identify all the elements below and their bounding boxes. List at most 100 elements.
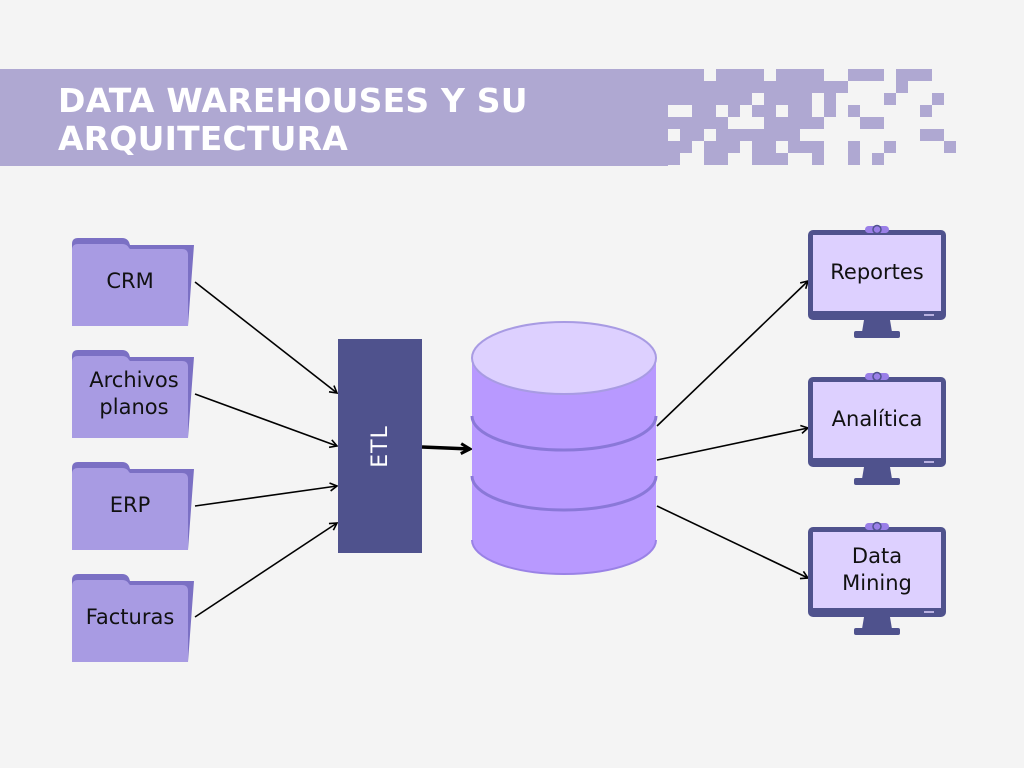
- pixel-block: [668, 141, 680, 153]
- pixel-block: [704, 153, 716, 165]
- pixel-block: [800, 141, 812, 153]
- pixel-block: [692, 93, 704, 105]
- pixel-block: [788, 117, 800, 129]
- pixel-block: [728, 93, 740, 105]
- pixel-block: [764, 129, 776, 141]
- pixel-block: [716, 93, 728, 105]
- pixel-block: [704, 105, 716, 117]
- pixel-block: [776, 129, 788, 141]
- title-banner: [0, 69, 668, 166]
- pixel-block: [764, 117, 776, 129]
- pixel-block: [788, 93, 800, 105]
- folder-icon: [72, 574, 194, 662]
- source-label-facturas: Facturas: [85, 605, 175, 630]
- pixel-block: [716, 69, 728, 81]
- pixel-block: [752, 129, 764, 141]
- pixel-block: [848, 153, 860, 165]
- pixel-block: [788, 69, 800, 81]
- arrow-crm-to-etl: [194, 281, 339, 394]
- pixel-block: [656, 81, 668, 93]
- arrow-archivos-to-etl: [194, 393, 339, 449]
- pixel-block: [824, 93, 836, 105]
- output-label-reportes: Reportes: [830, 260, 924, 285]
- pixel-block: [704, 117, 716, 129]
- pixel-block: [848, 69, 860, 81]
- pixel-block: [668, 81, 680, 93]
- pixel-block: [920, 105, 932, 117]
- pixel-block: [932, 129, 944, 141]
- pixel-block: [728, 141, 740, 153]
- monitor-icon: [808, 371, 946, 485]
- arrow-facturas-to-etl: [194, 522, 339, 618]
- page-title: DATA WAREHOUSES Y SU ARQUITECTURA: [58, 82, 528, 158]
- pixel-block: [836, 81, 848, 93]
- pixel-block: [788, 141, 800, 153]
- source-label-crm: CRM: [106, 269, 154, 294]
- pixel-block: [716, 81, 728, 93]
- pixel-block: [920, 69, 932, 81]
- pixel-block: [668, 69, 680, 81]
- pixel-block: [692, 81, 704, 93]
- pixel-block: [656, 93, 668, 105]
- pixel-block: [728, 129, 740, 141]
- arrow-database-to-analitica: [656, 424, 810, 461]
- pixel-block: [800, 69, 812, 81]
- pixel-block: [896, 81, 908, 93]
- pixel-block: [800, 117, 812, 129]
- pixel-block: [740, 129, 752, 141]
- arrow-erp-to-etl: [194, 482, 339, 507]
- pixel-block: [656, 117, 668, 129]
- arrow-database-to-reportes: [656, 279, 810, 427]
- pixel-block: [764, 141, 776, 153]
- pixel-block: [704, 141, 716, 153]
- pixel-block: [668, 117, 680, 129]
- monitor-icon: [808, 224, 946, 338]
- pixel-block: [812, 117, 824, 129]
- etl-label-wrap: ETL: [338, 340, 422, 553]
- pixel-block: [656, 69, 668, 81]
- pixel-block: [932, 93, 944, 105]
- arrow-database-to-datamining: [656, 505, 810, 580]
- pixel-block: [692, 129, 704, 141]
- pixel-block: [908, 69, 920, 81]
- pixel-block: [716, 153, 728, 165]
- pixel-block: [920, 129, 932, 141]
- pixel-block: [740, 69, 752, 81]
- pixel-block: [728, 105, 740, 117]
- pixel-block: [872, 69, 884, 81]
- pixel-block: [728, 69, 740, 81]
- pixel-block: [680, 129, 692, 141]
- pixel-block: [764, 105, 776, 117]
- pixel-block: [752, 81, 764, 93]
- pixel-block: [680, 117, 692, 129]
- pixel-block: [776, 69, 788, 81]
- pixel-block: [884, 141, 896, 153]
- pixel-block: [704, 81, 716, 93]
- pixel-block: [752, 141, 764, 153]
- pixel-block: [716, 129, 728, 141]
- pixel-block: [740, 81, 752, 93]
- pixel-block: [860, 69, 872, 81]
- pixel-block: [668, 153, 680, 165]
- pixel-block: [680, 141, 692, 153]
- monitor-icon: [808, 521, 946, 635]
- pixel-block: [848, 141, 860, 153]
- pixel-block: [776, 93, 788, 105]
- pixel-block: [812, 141, 824, 153]
- pixel-block: [812, 69, 824, 81]
- pixel-block: [800, 93, 812, 105]
- pixel-block: [764, 93, 776, 105]
- pixel-block: [692, 117, 704, 129]
- pixel-block: [692, 69, 704, 81]
- pixel-block: [848, 105, 860, 117]
- folder-icon: [72, 350, 194, 438]
- pixel-block: [764, 153, 776, 165]
- source-label-erp: ERP: [109, 493, 151, 518]
- pixel-block: [776, 153, 788, 165]
- pixel-block: [776, 117, 788, 129]
- pixel-block: [704, 93, 716, 105]
- pixel-block: [656, 141, 668, 153]
- pixel-block: [824, 105, 836, 117]
- pixel-block: [788, 105, 800, 117]
